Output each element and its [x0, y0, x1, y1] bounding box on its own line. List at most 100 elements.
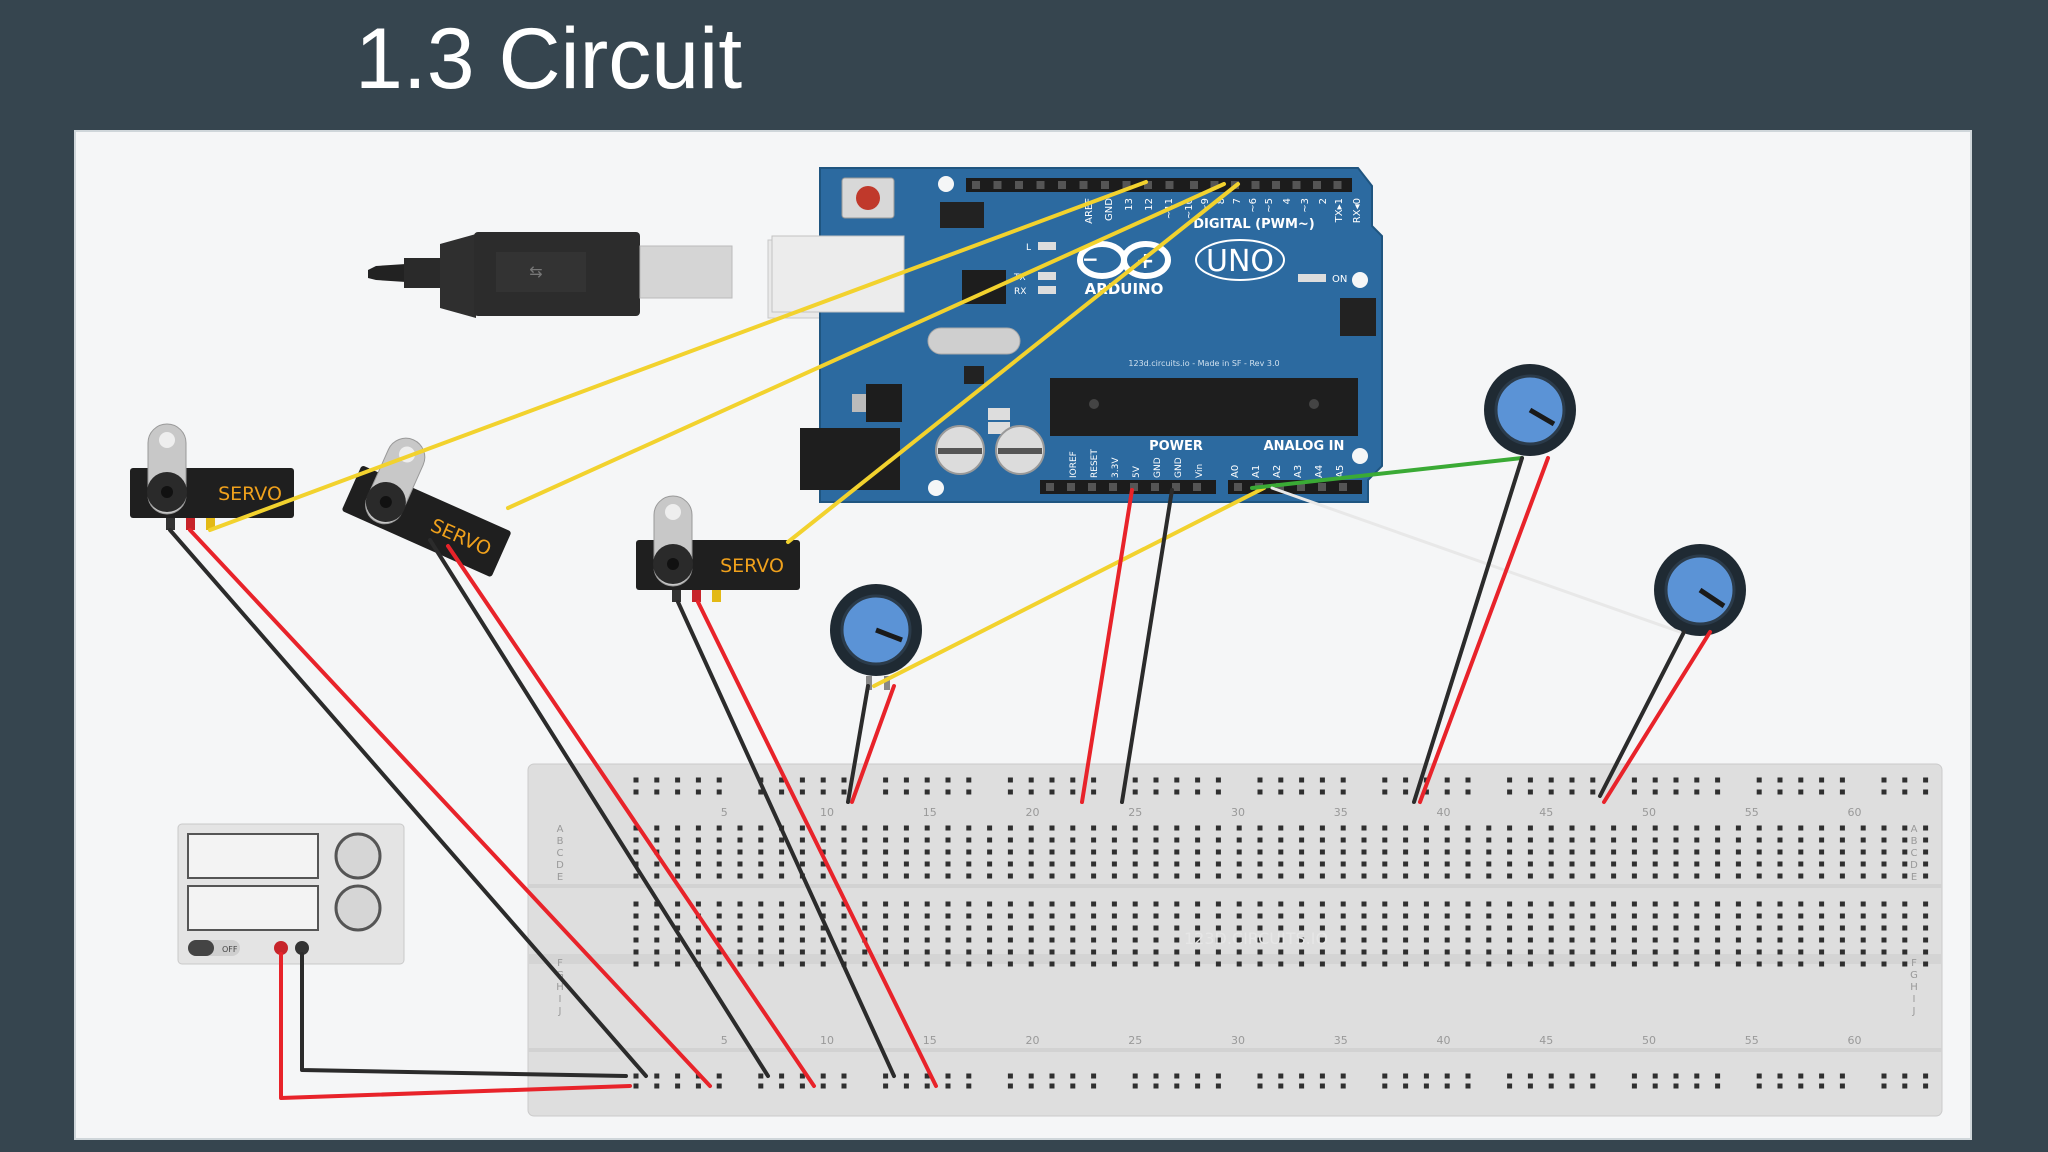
breadboard-hole: [1902, 837, 1908, 843]
breadboard-hole: [1444, 925, 1450, 931]
breadboard-hole: [1423, 789, 1429, 795]
breadboard-hole: [1174, 777, 1180, 783]
breadboard-hole: [1153, 849, 1159, 855]
breadboard-hole: [1465, 925, 1471, 931]
breadboard-hole: [1798, 825, 1804, 831]
breadboard-hole: [987, 837, 993, 843]
breadboard-hole: [1756, 937, 1762, 943]
breadboard-hole: [675, 1083, 681, 1089]
breadboard-hole: [1839, 937, 1845, 943]
breadboard-hole: [903, 873, 909, 879]
wire-pot-1-gnd: [846, 684, 870, 804]
breadboard-hole: [675, 825, 681, 831]
breadboard-hole: [841, 1083, 847, 1089]
header-pin: [1210, 181, 1219, 189]
breadboard-hole: [1340, 825, 1346, 831]
breadboard-hole: [1195, 1083, 1201, 1089]
breadboard-hole: [1715, 925, 1721, 931]
breadboard-hole: [1423, 1083, 1429, 1089]
breadboard-hole: [945, 849, 951, 855]
breadboard-hole: [1007, 913, 1013, 919]
breadboard-hole: [841, 849, 847, 855]
breadboard-column-number: 35: [1334, 806, 1348, 819]
breadboard-hole: [1174, 1083, 1180, 1089]
breadboard-hole: [1361, 937, 1367, 943]
breadboard-hole: [1777, 837, 1783, 843]
breadboard-hole: [1257, 913, 1263, 919]
breadboard-hole: [1007, 837, 1013, 843]
breadboard-hole: [1195, 873, 1201, 879]
breadboard-hole: [1444, 825, 1450, 831]
breadboard-hole: [1091, 937, 1097, 943]
analog-pin-label: A3: [1293, 465, 1304, 478]
wire-servo-3-vcc: [696, 600, 938, 1088]
breadboard-hole: [695, 873, 701, 879]
breadboard-hole: [1423, 861, 1429, 867]
breadboard-hole: [758, 961, 764, 967]
breadboard-hole: [633, 789, 639, 795]
header-pin: [1088, 483, 1096, 491]
breadboard-hole: [1798, 849, 1804, 855]
breadboard-hole: [1049, 1073, 1055, 1079]
breadboard-hole: [903, 1083, 909, 1089]
breadboard-hole: [1652, 961, 1658, 967]
breadboard-hole: [820, 861, 826, 867]
breadboard-hole: [1299, 849, 1305, 855]
breadboard-hole: [1132, 913, 1138, 919]
breadboard-hole: [1403, 777, 1409, 783]
wire-servo-2-vcc: [446, 544, 816, 1088]
breadboard-hole: [1111, 937, 1117, 943]
breadboard-hole: [1382, 849, 1388, 855]
breadboard-hole: [903, 1073, 909, 1079]
breadboard-hole: [1195, 961, 1201, 967]
breadboard-hole: [1215, 873, 1221, 879]
breadboard-hole: [1444, 1083, 1450, 1089]
breadboard-hole: [1215, 825, 1221, 831]
breadboard-hole: [1569, 901, 1575, 907]
breadboard-hole: [779, 937, 785, 943]
breadboard-hole: [1465, 1083, 1471, 1089]
breadboard-hole: [633, 949, 639, 955]
breadboard-hole: [903, 937, 909, 943]
breadboard-hole: [1715, 849, 1721, 855]
breadboard-hole: [1278, 825, 1284, 831]
breadboard-hole: [1174, 937, 1180, 943]
breadboard-hole: [1091, 789, 1097, 795]
breadboard-hole: [758, 861, 764, 867]
breadboard-hole: [1153, 949, 1159, 955]
breadboard-hole: [1299, 777, 1305, 783]
breadboard-hole: [1403, 901, 1409, 907]
breadboard-hole: [1902, 873, 1908, 879]
breadboard-hole: [1839, 1083, 1845, 1089]
breadboard-hole: [1340, 777, 1346, 783]
breadboard-hole: [675, 789, 681, 795]
breadboard-hole: [1236, 901, 1242, 907]
breadboard-hole: [862, 873, 868, 879]
breadboard-hole: [799, 849, 805, 855]
breadboard-hole: [1195, 777, 1201, 783]
breadboard-hole: [1403, 873, 1409, 879]
breadboard-hole: [1403, 837, 1409, 843]
breadboard-hole: [903, 861, 909, 867]
breadboard-hole: [1569, 837, 1575, 843]
breadboard-hole: [1028, 1083, 1034, 1089]
header-pin: [1172, 483, 1180, 491]
breadboard-hole: [1319, 949, 1325, 955]
breadboard-hole: [1777, 1073, 1783, 1079]
breadboard-hole: [1070, 825, 1076, 831]
breadboard-hole: [1340, 949, 1346, 955]
breadboard-hole: [1902, 777, 1908, 783]
breadboard-hole: [883, 789, 889, 795]
breadboard-row-letter: B: [1911, 836, 1918, 847]
breadboard-hole: [1028, 789, 1034, 795]
breadboard-hole: [841, 913, 847, 919]
wire-signal-pot-1: [872, 486, 1266, 688]
breadboard-hole: [987, 849, 993, 855]
breadboard-hole: [1195, 925, 1201, 931]
breadboard-column-number: 40: [1436, 806, 1450, 819]
led-label-l: L: [1026, 243, 1031, 253]
breadboard-hole: [924, 777, 930, 783]
breadboard-hole: [1361, 961, 1367, 967]
breadboard-hole: [1527, 777, 1533, 783]
breadboard-hole: [716, 873, 722, 879]
